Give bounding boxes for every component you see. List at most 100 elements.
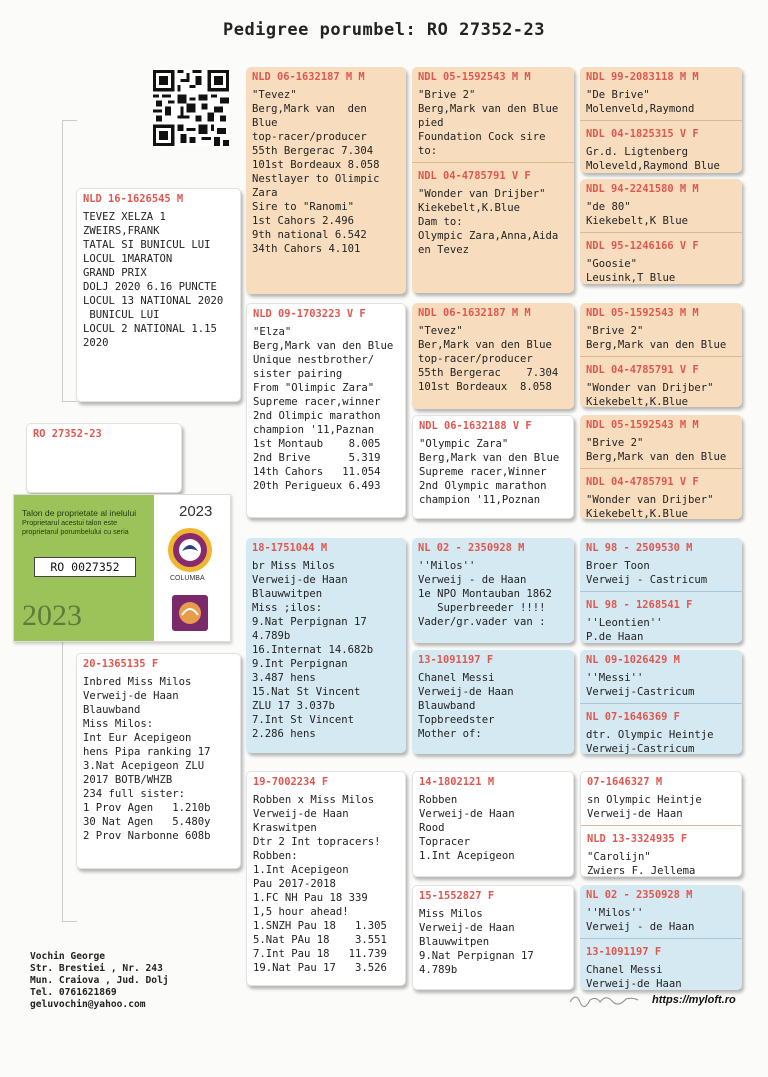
text-line: Supreme racer,winner (253, 396, 381, 408)
text-line: Blauwband (418, 700, 476, 712)
gen4-separator (581, 825, 741, 826)
text-line: 2017 BOTB/WHZB (83, 774, 173, 786)
text-line: 7.Int St Vincent (252, 714, 355, 726)
text-line: 16.Internat 14.682b (252, 644, 374, 656)
text-line: Blauwwitpen (419, 936, 490, 948)
gen3-ring: NDL 06-1632188 V F (419, 420, 532, 432)
text-line: ''Milos'' (586, 907, 644, 919)
gen4-card-4: NDL 05-1592543 M M "Brive 2"Berg,Mark va… (580, 415, 742, 519)
text-line: Berg,Mark van den Blue (253, 340, 394, 352)
text-line: Blue (252, 117, 278, 129)
text-line: champion '11,Poznan (419, 494, 541, 506)
text-line: Verweij-de Haan (253, 808, 349, 820)
gen4-card-6: NL 09-1026429 M ''Messi''Verweij-Castric… (580, 650, 742, 754)
gen3-ring: NL 02 - 2350928 M (418, 542, 525, 554)
text-line: LOCUL 13 NATIONAL 2020 (83, 295, 224, 307)
text-line: 9.Nat Perpignan 17 (252, 616, 367, 628)
text-line: Blauwwitpen (252, 588, 323, 600)
text-line: Str. Brestiei , Nr. 243 (30, 963, 163, 974)
text-line: Berg,Mark van den Blue (419, 452, 560, 464)
text-line: 2.286 hens (252, 728, 316, 740)
gen4-lines: "Brive 2"Berg,Mark van den Blue (586, 436, 737, 464)
text-line: Verweij-de Haan (419, 922, 515, 934)
signature-icon (569, 996, 639, 1007)
text-line: Mun. Craiova , Jud. Dolj (30, 975, 169, 986)
text-line: 101st Bordeaux 8.058 (418, 381, 552, 393)
text-line: 4.789b (419, 964, 458, 976)
text-line: Broer Toon (586, 560, 650, 572)
text-line: 1.Int Acepigeon (253, 864, 349, 876)
text-line: Verweij-de Haan (587, 808, 683, 820)
text-line: sister pairing (253, 368, 343, 380)
text-line: top-racer/producer (418, 353, 533, 365)
text-line: Topbreedster (418, 714, 495, 726)
text-line: Verweij-de Haan (252, 574, 348, 586)
text-line: 2nd Olympic marathon (419, 480, 547, 492)
gen4-separator (580, 703, 742, 704)
text-line: Nestlayer to Olimpic (252, 173, 380, 185)
subject-card: RO 27352-23 (26, 423, 182, 493)
text-line: "Wonder van Drijber" (586, 494, 714, 506)
ticket-heading: Talon de proprietate al inelului (22, 508, 137, 518)
gen3-card-4: NL 02 - 2350928 M ''Milos''Verweij - de … (412, 538, 574, 643)
text-line: ''Milos'' (418, 560, 476, 572)
gen4-card-3: NDL 05-1592543 M M "Brive 2"Berg,Mark va… (580, 303, 742, 407)
ticket-number: RO 0027352 (34, 557, 136, 577)
gen4-lines-second: "Wonder van Drijber"Kiekebelt,K.Blue (586, 381, 737, 407)
text-line: Kiekebelt,K Blue (586, 215, 689, 227)
gen3-separator (412, 162, 574, 163)
text-line: Verweij-Castricum (586, 743, 695, 754)
bird-stamp-icon (172, 595, 208, 631)
gen3-ring: NDL 06-1632187 M M (418, 307, 531, 319)
text-line: en Tevez (418, 244, 470, 256)
text-line: Berg,Mark van den Blue (418, 103, 559, 115)
gen3-ring: 14-1802121 M (419, 776, 495, 788)
ticket-year-right: 2023 (179, 503, 213, 520)
text-line: "de 80" (586, 201, 631, 213)
gen4-separator (580, 232, 742, 233)
gen4-ring: 07-1646327 M (587, 776, 663, 788)
text-line: LOCUL 1MARATON (83, 253, 173, 265)
text-line: Chanel Messi (586, 964, 663, 976)
text-line: "Olympic Zara" (419, 438, 509, 450)
text-line: sn Olympic Heintje (587, 794, 702, 806)
ticket-logo-label: COLUMBA (170, 575, 205, 582)
text-line: Dtr 2 Int topracers! (253, 836, 381, 848)
text-line: Blauwband (83, 704, 141, 716)
text-line: TEVEZ XELZA 1 (83, 211, 166, 223)
text-line: Pau 2017-2018 (253, 878, 336, 890)
text-line: 2nd Brive 5.319 (253, 452, 381, 464)
text-line: 1 Prov Agen 1.210b (83, 802, 211, 814)
gen4-lines-second: "Carolijn"Zwiers F. Jellema (587, 850, 736, 876)
gen4-lines: "de 80" Kiekebelt,K Blue (586, 200, 737, 228)
text-line: Int Eur Acepigeon (83, 732, 192, 744)
text-line: 15.Nat St Vincent (252, 686, 361, 698)
gen4-lines: "De Brive"Molenveld,Raymond (586, 88, 737, 116)
text-line: From "Olimpic Zara" (253, 382, 375, 394)
text-line: Miss Milos: (83, 718, 154, 730)
text-line: ZLU 17 3.037b (252, 700, 335, 712)
granddam-paternal-ring: NLD 09-1703223 V F (253, 308, 366, 320)
text-line: Verweij-de Haan (419, 808, 515, 820)
text-line: Molenveld,Raymond (586, 103, 695, 115)
text-line: 3.487 hens (252, 672, 316, 684)
text-line: 1.FC NH Pau 18 339 (253, 892, 368, 904)
text-line: Verweij-de Haan (83, 690, 179, 702)
ticket-green-panel: Talon de proprietate al inelului Proprie… (14, 495, 154, 641)
text-line: pied (418, 117, 444, 129)
gen4-ring: NDL 05-1592543 M M (586, 419, 699, 431)
gen4-ring-second: NL 98 - 1268541 F (586, 599, 693, 611)
text-line: Kiekebelt,K.Blue (586, 396, 689, 407)
gen4-separator (580, 938, 742, 939)
text-line: 34th Cahors 4.101 (252, 243, 361, 255)
